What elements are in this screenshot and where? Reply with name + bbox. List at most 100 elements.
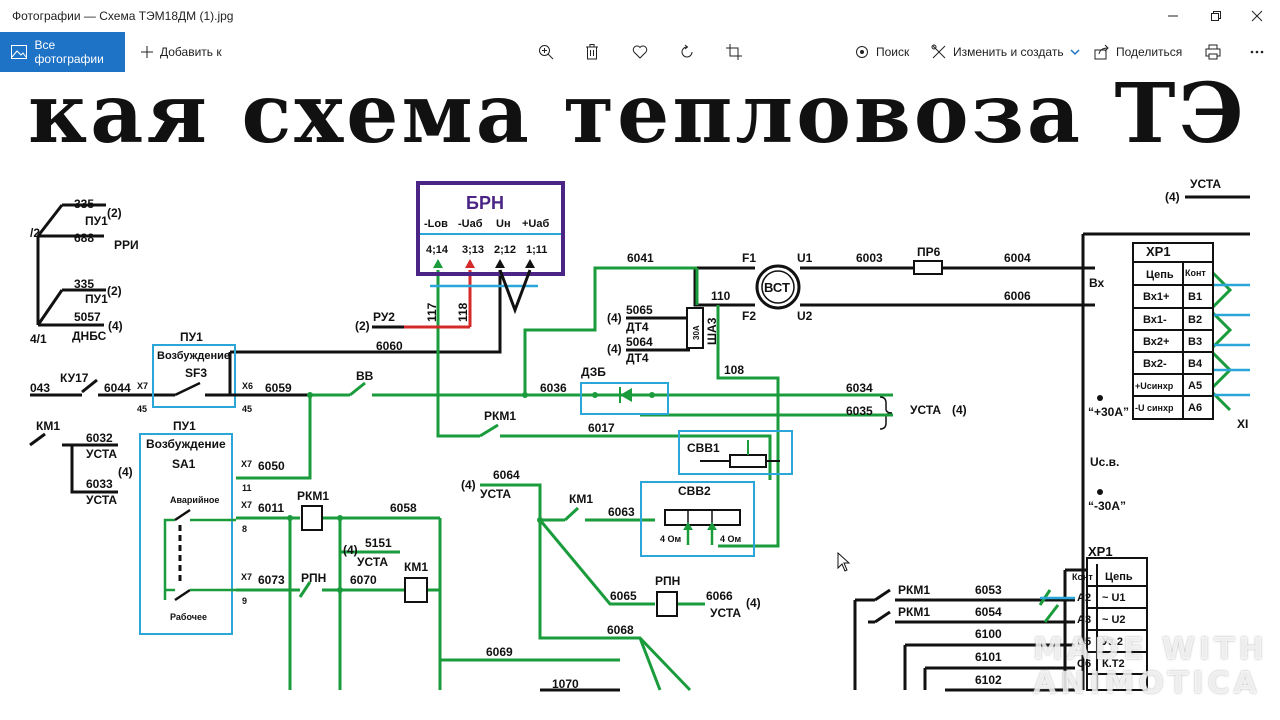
wire-6063: 6063 — [608, 505, 635, 519]
watermark: MADE WITH ANIMOTICA — [1033, 633, 1268, 701]
pin-b2: В2 — [1188, 314, 1202, 326]
pu1-sf3-title: ПУ1 — [180, 330, 203, 344]
pu1-sa1-subtitle: Возбуждение — [146, 437, 226, 451]
image-viewer[interactable]: кая схема тепловоза ТЭ — [0, 72, 1280, 720]
wire-6033: 6033 — [86, 477, 113, 491]
crop-button[interactable] — [726, 32, 742, 72]
a30-label: 30А — [692, 325, 701, 340]
favorite-button[interactable] — [632, 32, 648, 72]
pu1-sa1-title: ПУ1 — [173, 419, 196, 433]
xp1-row-vx2m: Вх2- — [1143, 358, 1167, 370]
wire-6036: 6036 — [540, 381, 567, 395]
wire-6059: 6059 — [265, 381, 292, 395]
two-c: (2) — [355, 319, 370, 333]
xp1-row-usinhr-m: -U синхр — [1135, 403, 1174, 413]
delete-button[interactable] — [585, 32, 599, 72]
visual-search-icon — [856, 46, 868, 58]
n9-label: 9 — [242, 596, 247, 606]
xp1-label: ХР1 — [1146, 244, 1171, 259]
xp1-row-vx2p: Вх2+ — [1143, 336, 1169, 348]
wire-6058: 6058 — [390, 501, 417, 515]
wire-6100: 6100 — [975, 627, 1002, 641]
pin-a5: А5 — [1188, 380, 1202, 392]
x7d-label: X7 — [241, 572, 252, 582]
wire-335b: 335 — [74, 277, 94, 291]
wire-335a: 335 — [74, 197, 94, 211]
brn-pin-3: 2;12 — [494, 244, 516, 256]
node-2: /2 — [30, 226, 40, 240]
four-c: (4) — [343, 543, 358, 557]
zoom-button[interactable] — [538, 32, 554, 72]
pu1a-label: ПУ1 — [85, 214, 108, 228]
n8-label: 8 — [242, 524, 247, 534]
pin-b1: В1 — [1188, 291, 1202, 303]
xp1-row-vx1m: Вх1- — [1143, 314, 1167, 326]
n45b-label: 45 — [242, 404, 252, 414]
wire-110: 110 — [711, 289, 731, 303]
edit-tools-icon — [931, 44, 946, 59]
wire-6035: 6035 — [846, 404, 873, 418]
xp1-row-vx1p: Вх1+ — [1143, 291, 1169, 303]
close-button[interactable] — [1234, 0, 1280, 32]
wire-6017: 6017 — [588, 421, 615, 435]
dt4a-label: ДТ4 — [626, 320, 649, 334]
mouse-cursor-icon — [837, 551, 851, 572]
all-photos-label: Все фотографии — [34, 38, 104, 66]
photo-icon — [11, 45, 27, 59]
p30a-label: “+30А” — [1088, 405, 1129, 419]
wire-117: 117 — [425, 302, 439, 322]
brn-pin-4: 1;11 — [526, 244, 547, 256]
share-button[interactable]: Поделиться — [1094, 32, 1182, 72]
chevron-down-icon — [1070, 49, 1080, 56]
wire-6070: 6070 — [350, 573, 377, 587]
usta-d: УСТА — [910, 403, 941, 417]
wire-6032: 6032 — [86, 431, 113, 445]
print-button[interactable] — [1205, 32, 1221, 72]
rotate-button[interactable] — [679, 32, 695, 72]
usta-c: УСТА — [357, 555, 388, 569]
window-title: Фотографии — Схема ТЭМ18ДМ (1).jpg — [12, 9, 234, 23]
more-options-button[interactable] — [1250, 32, 1264, 72]
wire-108: 108 — [724, 363, 744, 377]
usta-b: УСТА — [86, 493, 117, 507]
xi-label: XI — [1237, 417, 1248, 431]
pin-b4: В4 — [1188, 358, 1203, 370]
vst-label: ВСТ — [764, 280, 790, 295]
brn-uab-minus: -Uаб — [458, 218, 483, 230]
xp1b-row-uz2: Уз.2 — [1102, 636, 1123, 648]
dzb-label: ДЗБ — [581, 365, 606, 379]
x7c-label: X7 — [241, 500, 252, 510]
wire-118: 118 — [456, 302, 470, 322]
zoom-in-icon — [539, 45, 554, 60]
sa1-label: SA1 — [172, 457, 196, 471]
wire-6034: 6034 — [846, 381, 873, 395]
svv2-label: СВВ2 — [678, 484, 711, 498]
app-toolbar: Все фотографии Добавить к Поиск Изменить… — [0, 32, 1280, 72]
km1c-label: КМ1 — [569, 492, 593, 506]
rkm1a-label: РКМ1 — [297, 489, 329, 503]
svv1-label: СВВ1 — [687, 441, 720, 455]
wire-6068: 6068 — [607, 623, 634, 637]
maximize-button[interactable] — [1193, 0, 1239, 32]
add-to-button[interactable]: Добавить к — [140, 32, 222, 72]
rkm1c-label: РКМ1 — [898, 583, 930, 597]
xp1b-row-kt2: К.Т2 — [1102, 658, 1125, 670]
wire-5057: 5057 — [74, 310, 101, 324]
pin-c6: С6 — [1077, 658, 1091, 670]
wire-6102: 6102 — [975, 673, 1002, 687]
n11-label: 11 — [242, 483, 252, 493]
dt4b-label: ДТ4 — [626, 351, 649, 365]
share-icon — [1094, 44, 1109, 60]
m30a-label: “-30А” — [1088, 499, 1126, 513]
rpn-b-label: РПН — [655, 574, 680, 588]
two-b: (2) — [107, 284, 122, 298]
xp1b-label: ХР1 — [1088, 544, 1113, 559]
search-button[interactable]: Поиск — [854, 32, 909, 72]
all-photos-button[interactable]: Все фотографии — [0, 32, 125, 72]
minimize-button[interactable] — [1150, 0, 1196, 32]
pu1b-label: ПУ1 — [85, 292, 108, 306]
heart-icon — [632, 45, 648, 59]
edit-create-button[interactable]: Изменить и создать — [931, 32, 1080, 72]
wire-5064: 5064 — [626, 335, 653, 349]
wire-6054: 6054 — [975, 605, 1002, 619]
